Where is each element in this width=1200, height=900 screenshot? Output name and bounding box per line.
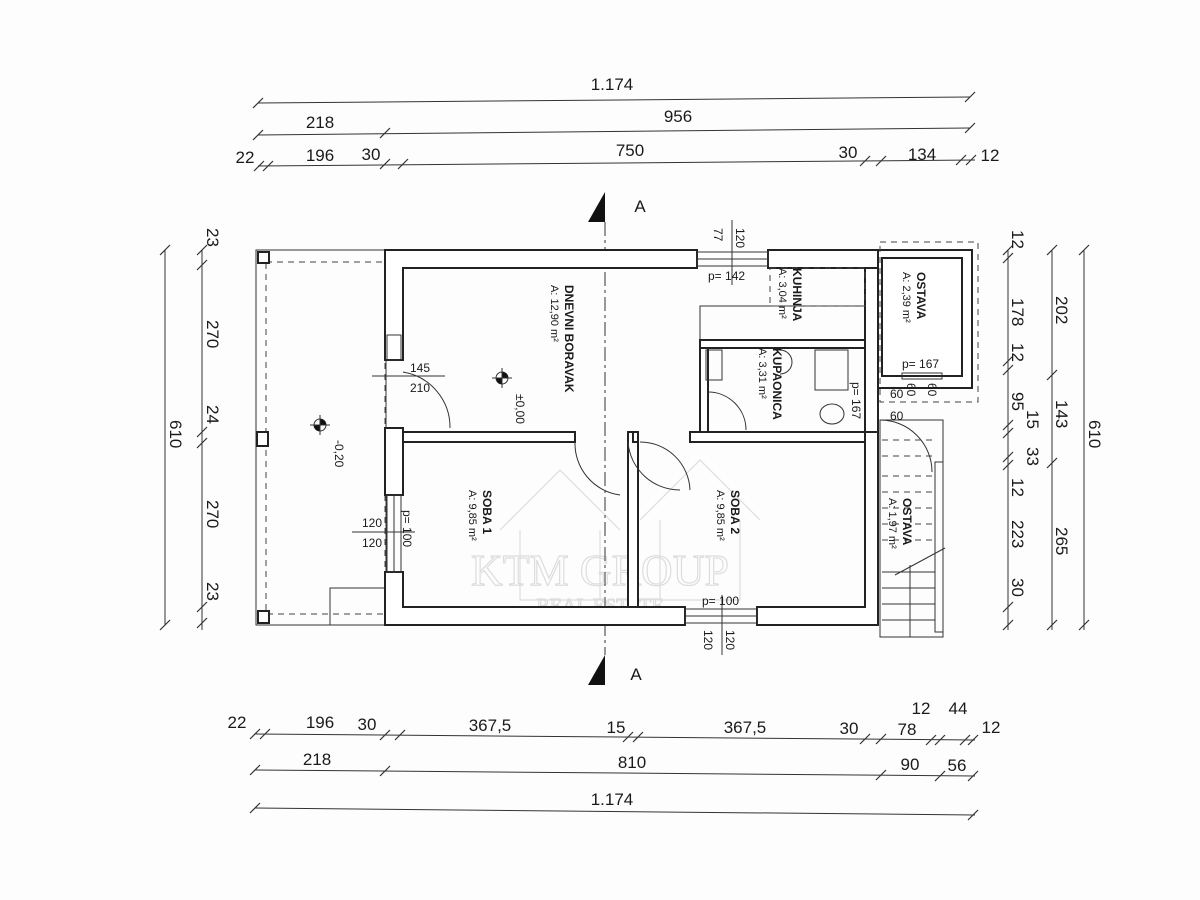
svg-text:60: 60 [890,409,904,423]
svg-text:610: 610 [1085,420,1104,448]
left-dimensions: 610 23 270 24 270 23 [159,228,222,631]
svg-text:A: 1,97 m²: A: 1,97 m² [886,498,898,549]
svg-text:22: 22 [236,148,255,167]
svg-text:30: 30 [1008,578,1027,597]
svg-text:OSTAVA: OSTAVA [914,272,928,320]
svg-text:178: 178 [1008,298,1027,326]
svg-text:-0,20: -0,20 [332,440,346,468]
svg-text:12: 12 [982,718,1001,737]
svg-text:120: 120 [733,228,747,248]
svg-text:30: 30 [362,145,381,164]
svg-text:56: 56 [948,756,967,775]
svg-text:265: 265 [1052,527,1071,555]
svg-text:12: 12 [1008,343,1027,362]
level-living: ±0,00 [513,394,527,424]
svg-text:p= 142: p= 142 [708,269,745,283]
svg-text:p= 167: p= 167 [849,382,863,419]
walls [384,249,881,626]
svg-text:p= 167: p= 167 [902,357,939,371]
opening-annotations: 77 120 p= 142 145 210 120 120 p= 100 p= … [352,220,939,655]
svg-text:956: 956 [664,107,692,126]
svg-text:143: 143 [1052,400,1071,428]
svg-text:145: 145 [410,361,430,375]
svg-text:OSTAVA: OSTAVA [900,498,914,546]
storage-room-top [877,241,979,403]
svg-text:p= 100: p= 100 [400,510,414,547]
svg-text:30: 30 [840,719,859,738]
svg-text:12: 12 [912,699,931,718]
svg-text:196: 196 [306,713,334,732]
level-marker-terrace [310,415,330,435]
svg-text:23: 23 [203,228,222,247]
svg-text:A: A [634,197,646,216]
svg-text:120: 120 [362,516,382,530]
svg-text:120: 120 [701,630,715,650]
svg-text:15: 15 [607,718,626,737]
svg-text:KUHINJA: KUHINJA [790,268,804,322]
svg-text:A: 3,31 m²: A: 3,31 m² [756,348,768,399]
svg-text:210: 210 [410,381,430,395]
svg-text:270: 270 [203,320,222,348]
svg-text:A: 9,85 m²: A: 9,85 m² [714,490,726,541]
svg-text:1.174: 1.174 [591,790,634,809]
svg-text:218: 218 [306,113,334,132]
svg-text:120: 120 [723,630,737,650]
stair-storage [879,419,946,638]
svg-text:367,5: 367,5 [724,718,767,737]
svg-text:12: 12 [1008,478,1027,497]
svg-text:22: 22 [228,713,247,732]
svg-text:60: 60 [904,383,918,397]
svg-text:12: 12 [981,146,1000,165]
svg-text:A: 12,90 m²: A: 12,90 m² [548,285,560,342]
svg-text:78: 78 [898,720,917,739]
svg-text:810: 810 [618,753,646,772]
svg-text:270: 270 [203,500,222,528]
svg-text:DNEVNI BORAVAK: DNEVNI BORAVAK [562,285,576,393]
svg-text:15: 15 [1023,410,1042,429]
svg-text:610: 610 [166,420,185,448]
svg-text:134: 134 [908,145,936,164]
svg-text:95: 95 [1008,392,1027,411]
bottom-dimensions: 22 196 30 367,5 15 367,5 30 78 12 44 12 … [228,699,1001,821]
right-dimensions: 12 178 12 95 15 33 12 223 30 202 143 265… [1002,230,1104,631]
doors [402,371,933,496]
svg-text:KTM GROUP: KTM GROUP [471,546,729,595]
svg-text:218: 218 [303,750,331,769]
section-marker-top: A [588,192,646,222]
svg-text:60: 60 [925,383,939,397]
svg-text:A: 2,39 m²: A: 2,39 m² [900,272,912,323]
svg-text:23: 23 [203,582,222,601]
svg-text:A: 9,85 m²: A: 9,85 m² [466,490,478,541]
level-marker-living [492,368,512,388]
svg-text:12: 12 [1008,230,1027,249]
svg-text:A: A [630,665,642,684]
svg-text:A: 3,04 m²: A: 3,04 m² [776,268,788,319]
svg-text:120: 120 [362,536,382,550]
svg-text:33: 33 [1023,447,1042,466]
svg-text:44: 44 [949,699,968,718]
svg-text:196: 196 [306,146,334,165]
top-dimensions: 1.174 218 956 22 196 30 750 30 134 12 [236,75,1000,172]
svg-text:367,5: 367,5 [469,716,512,735]
svg-text:223: 223 [1008,520,1027,548]
svg-text:30: 30 [839,143,858,162]
section-marker-bottom: A [588,655,642,685]
svg-text:77: 77 [711,228,725,242]
svg-text:24: 24 [203,405,222,424]
svg-text:p= 100: p= 100 [702,594,739,608]
svg-text:SOBA 1: SOBA 1 [480,490,494,535]
svg-text:202: 202 [1052,296,1071,324]
svg-text:KUPAONICA: KUPAONICA [770,348,784,420]
svg-text:60: 60 [890,387,904,401]
svg-text:1.174: 1.174 [591,75,634,94]
svg-text:30: 30 [358,715,377,734]
svg-text:750: 750 [616,141,644,160]
svg-text:SOBA 2: SOBA 2 [728,490,742,535]
terrace: -0,20 [255,249,387,626]
svg-text:90: 90 [901,755,920,774]
